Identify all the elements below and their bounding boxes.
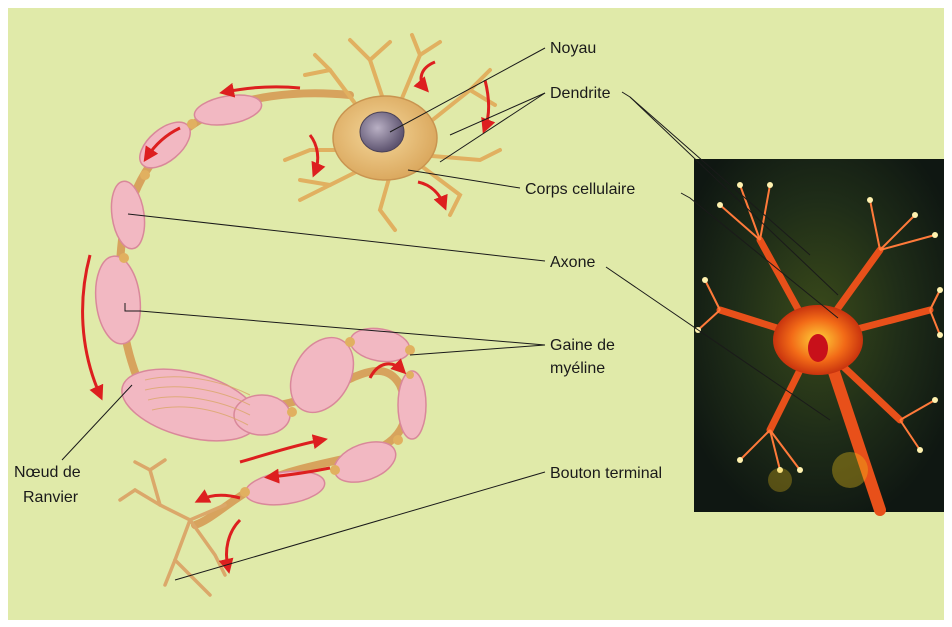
- label-axone: Axone: [550, 254, 595, 271]
- label-noeud-line2: Ranvier: [23, 489, 79, 506]
- label-gaine-line1: Gaine de: [550, 337, 615, 354]
- neuron-illustration: [83, 35, 500, 595]
- label-dendrite: Dendrite: [550, 85, 611, 102]
- label-noyau: Noyau: [550, 40, 596, 57]
- label-gaine-line2: myéline: [550, 360, 605, 377]
- neuron-photo: [694, 159, 944, 512]
- axon-terminal: [120, 460, 225, 595]
- label-corps-cellulaire: Corps cellulaire: [525, 181, 635, 198]
- nucleus: [360, 112, 404, 152]
- label-noeud-line1: Nœud de: [14, 464, 81, 481]
- label-bouton-terminal: Bouton terminal: [550, 465, 662, 482]
